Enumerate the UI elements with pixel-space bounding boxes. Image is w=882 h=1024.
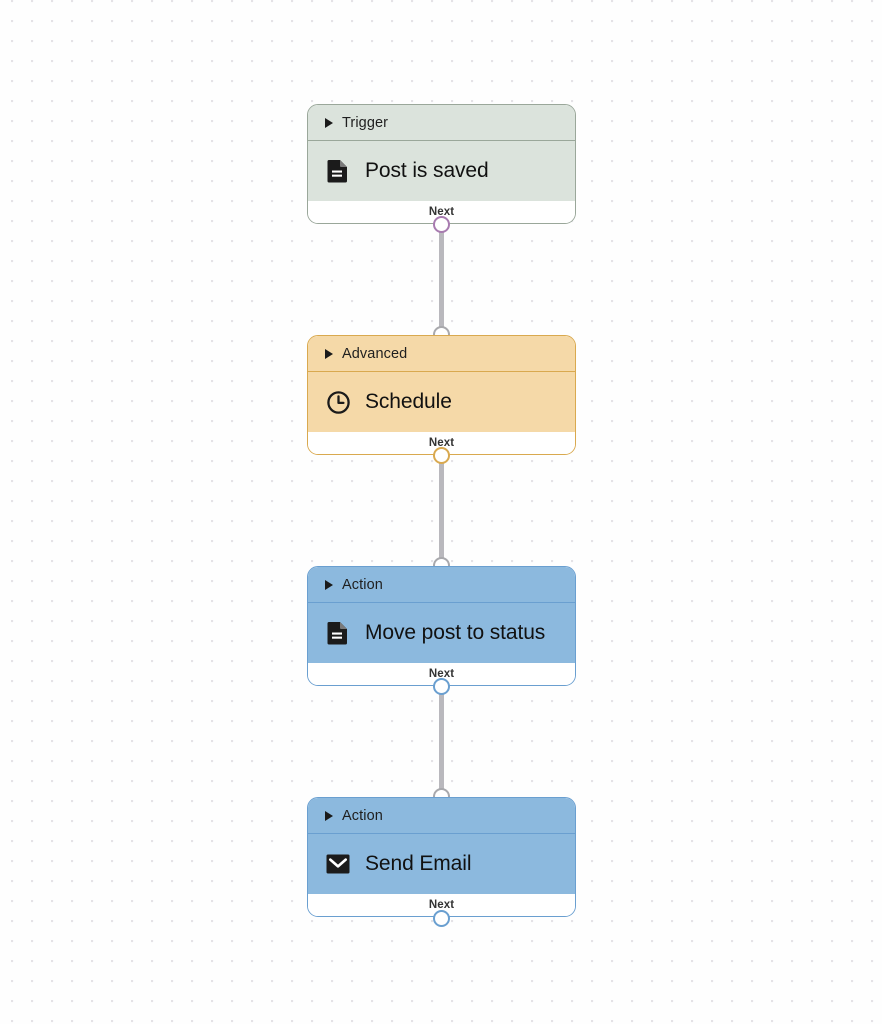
document-icon bbox=[326, 621, 350, 645]
node-header-trigger[interactable]: Trigger bbox=[308, 105, 575, 141]
node-action-move-post-to-status[interactable]: Action Move post to status Next bbox=[307, 566, 576, 686]
envelope-icon bbox=[326, 852, 350, 876]
node-body-trigger[interactable]: Post is saved bbox=[308, 141, 575, 201]
node-title: Send Email bbox=[365, 852, 472, 875]
node-footer-next[interactable]: Next bbox=[308, 432, 575, 454]
node-title: Schedule bbox=[365, 390, 452, 413]
port-out-action-move[interactable] bbox=[433, 678, 450, 695]
node-header-action-send-email[interactable]: Action bbox=[308, 798, 575, 834]
node-trigger-post-is-saved[interactable]: Trigger Post is saved Next bbox=[307, 104, 576, 224]
node-body-action-move[interactable]: Move post to status bbox=[308, 603, 575, 663]
edge-action-move-to-send-email[interactable] bbox=[439, 686, 444, 794]
edge-trigger-to-advanced[interactable] bbox=[439, 224, 444, 332]
node-category-label: Action bbox=[342, 807, 383, 824]
node-footer-next[interactable]: Next bbox=[308, 894, 575, 916]
document-icon bbox=[326, 159, 350, 183]
port-out-trigger[interactable] bbox=[433, 216, 450, 233]
disclosure-triangle-icon[interactable] bbox=[325, 117, 333, 128]
port-out-action-send-email[interactable] bbox=[433, 910, 450, 927]
node-body-advanced[interactable]: Schedule bbox=[308, 372, 575, 432]
port-out-advanced[interactable] bbox=[433, 447, 450, 464]
disclosure-triangle-icon[interactable] bbox=[325, 579, 333, 590]
node-action-send-email[interactable]: Action Send Email Next bbox=[307, 797, 576, 917]
node-category-label: Advanced bbox=[342, 345, 408, 362]
node-advanced-schedule[interactable]: Advanced Schedule Next bbox=[307, 335, 576, 455]
node-header-action-move[interactable]: Action bbox=[308, 567, 575, 603]
node-body-action-send-email[interactable]: Send Email bbox=[308, 834, 575, 894]
clock-icon bbox=[326, 390, 350, 414]
node-title: Move post to status bbox=[365, 621, 546, 644]
node-footer-next[interactable]: Next bbox=[308, 201, 575, 223]
node-title: Post is saved bbox=[365, 159, 489, 182]
disclosure-triangle-icon[interactable] bbox=[325, 810, 333, 821]
node-category-label: Trigger bbox=[342, 114, 389, 131]
node-category-label: Action bbox=[342, 576, 383, 593]
node-footer-next[interactable]: Next bbox=[308, 663, 575, 685]
edge-advanced-to-action-move[interactable] bbox=[439, 455, 444, 563]
node-header-advanced[interactable]: Advanced bbox=[308, 336, 575, 372]
disclosure-triangle-icon[interactable] bbox=[325, 348, 333, 359]
